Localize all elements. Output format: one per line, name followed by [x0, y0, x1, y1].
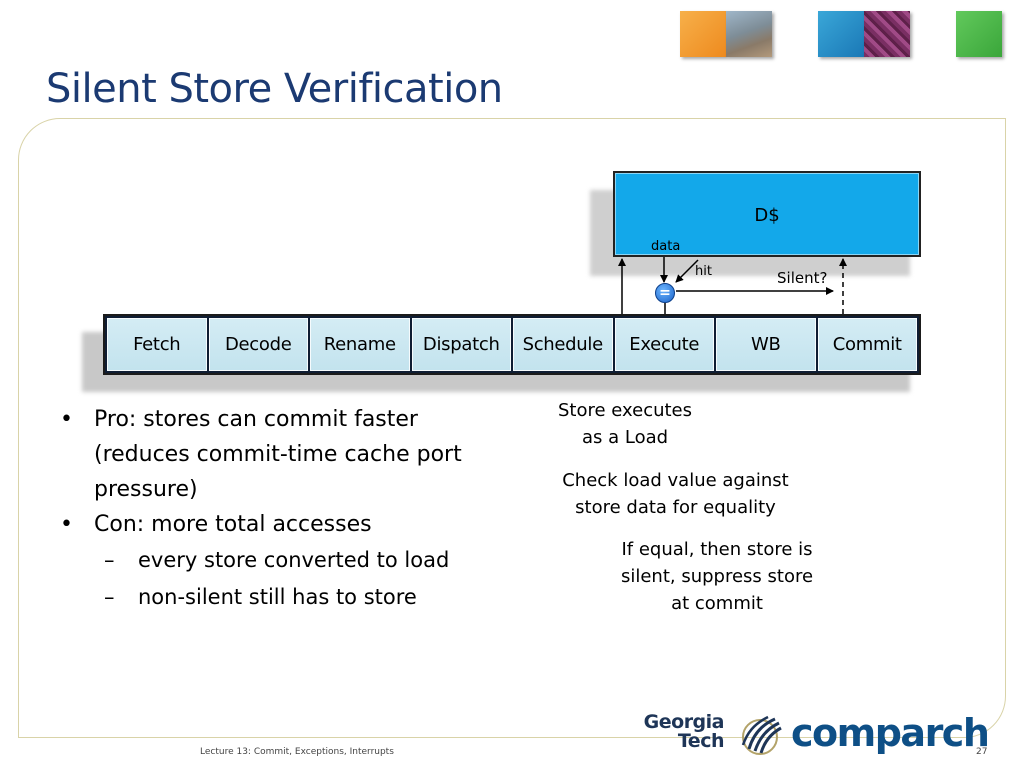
content-frame	[18, 118, 1006, 738]
decor-tile-blue	[818, 11, 864, 57]
stage-rename: Rename	[310, 318, 410, 371]
note-check-load-line1: Check load value against	[562, 470, 789, 491]
note-store-executes-line2: as a Load	[581, 427, 669, 448]
stage-schedule: Schedule	[513, 318, 613, 371]
bullet-con: Con: more total accesses	[60, 507, 520, 542]
equality-compare-icon: =	[655, 283, 675, 303]
stage-commit: Commit	[817, 318, 917, 371]
georgia-tech-logo-line1: Georgia	[643, 711, 725, 733]
page-number: 27	[976, 747, 988, 757]
note-if-equal: If equal, then store is silent, suppress…	[603, 536, 831, 617]
bullet-pro: Pro: stores can commit faster (reduces c…	[60, 402, 520, 507]
hit-label: hit	[695, 264, 712, 279]
comparch-logo: comparch	[791, 711, 990, 755]
decor-tile-green	[956, 11, 1002, 57]
bullet-list: Pro: stores can commit faster (reduces c…	[60, 402, 520, 616]
subbullet-non-silent: non-silent still has to store	[60, 579, 520, 616]
dcache-label: D$	[754, 205, 780, 226]
slide-title: Silent Store Verification	[46, 66, 503, 112]
decor-tile-orange	[680, 11, 726, 57]
dcache-box: D$	[613, 171, 921, 257]
georgia-tech-swoosh-icon	[741, 715, 782, 755]
georgia-tech-logo-line2: Tech	[677, 730, 725, 752]
stage-decode: Decode	[208, 318, 308, 371]
data-label: data	[651, 239, 681, 254]
stage-dispatch: Dispatch	[411, 318, 511, 371]
pipeline: Fetch Decode Rename Dispatch Schedule Ex…	[103, 314, 921, 375]
note-if-equal-line3: at commit	[671, 593, 763, 614]
note-if-equal-line2: silent, suppress store	[620, 566, 814, 587]
hit-arrow	[675, 259, 699, 283]
stage-fetch: Fetch	[107, 318, 207, 371]
note-store-executes-line1: Store executes	[557, 400, 693, 421]
stage-execute: Execute	[614, 318, 714, 371]
note-check-load-line2: store data for equality	[575, 497, 776, 518]
footer-text: Lecture 13: Commit, Exceptions, Interrup…	[200, 747, 394, 757]
stage-wb: WB	[716, 318, 816, 371]
note-store-executes: Store executes as a Load	[545, 397, 705, 451]
decor-tile-photo-chip	[864, 11, 910, 57]
decor-tile-photo-campus	[726, 11, 772, 57]
silent-label: Silent?	[777, 269, 828, 287]
note-if-equal-line1: If equal, then store is	[621, 539, 813, 560]
georgia-tech-logo: Georgia Tech	[630, 711, 725, 759]
note-check-load: Check load value against store data for …	[548, 467, 803, 521]
subbullet-every-store: every store converted to load	[60, 542, 520, 579]
